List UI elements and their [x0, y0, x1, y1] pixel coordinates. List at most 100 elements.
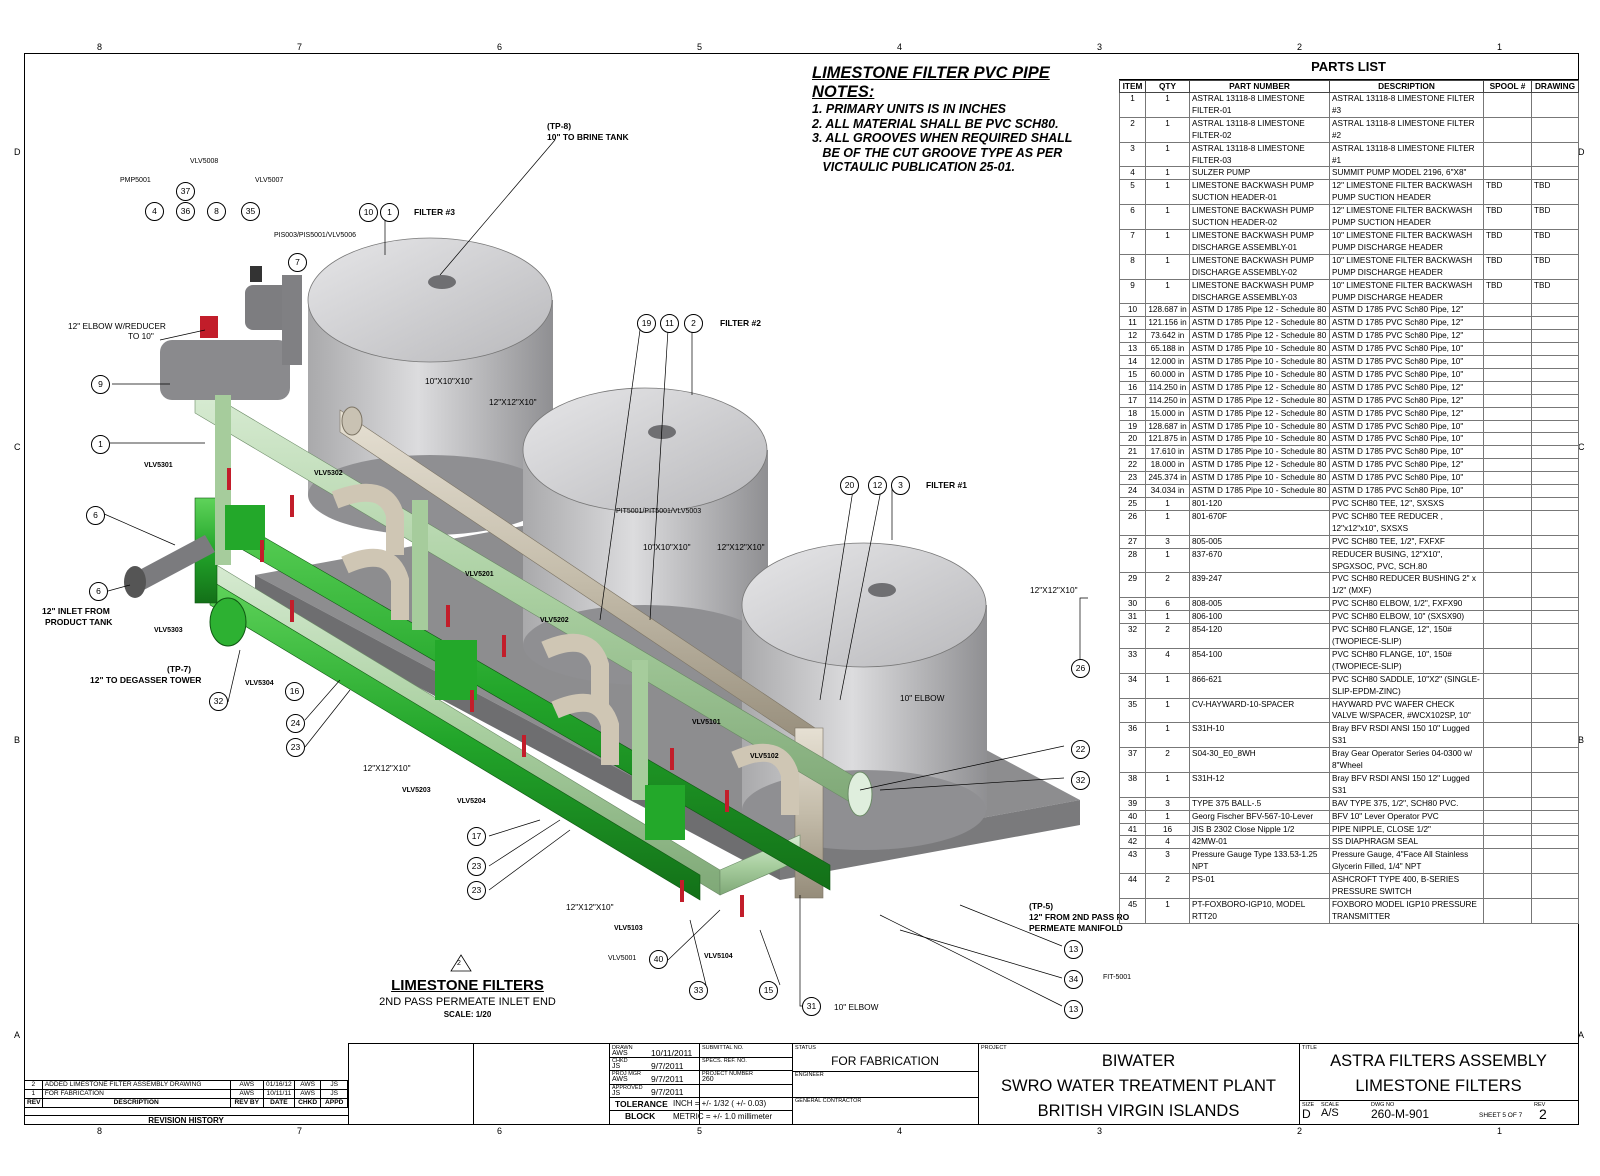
callout-bubble: 34	[1064, 970, 1083, 989]
parts-cell: 121.875 in	[1145, 432, 1190, 447]
parts-cell: ASTM D 1785 PVC Sch80 Pipe, 10"	[1329, 419, 1484, 434]
parts-cell: HAYWARD PVC WAFER CHECK VALVE W/SPACER, …	[1329, 697, 1484, 724]
parts-cell	[1483, 873, 1532, 899]
parts-cell: PVC SCH80 FLANGE, 12", 150# (TWOPIECE-SL…	[1329, 623, 1484, 649]
parts-cell: 1	[1145, 166, 1190, 181]
parts-cell	[1531, 92, 1579, 118]
valve-tag: VLV5104	[704, 953, 733, 960]
zone-row-label: A	[1578, 1030, 1585, 1040]
parts-cell	[1531, 572, 1579, 599]
parts-cell	[1483, 722, 1532, 749]
parts-cell: 12.000 in	[1145, 355, 1190, 369]
callout-bubble: 32	[209, 692, 228, 711]
parts-cell: ASTM D 1785 PVC Sch80 Pipe, 12"	[1329, 329, 1484, 344]
parts-cell: 35	[1119, 697, 1146, 724]
valve-tag: VLV5303	[154, 627, 183, 634]
parts-cell: ASTM D 1785 Pipe 10 - Schedule 80	[1189, 342, 1330, 357]
parts-cell	[1483, 547, 1532, 574]
parts-cell: 11	[1119, 316, 1146, 331]
parts-cell	[1483, 355, 1532, 369]
zone-column-label: 3	[1097, 1126, 1103, 1136]
projmgr-label: PROJ MGR	[612, 1071, 642, 1077]
note-line: BE OF THE CUT GROOVE TYPE AS PER	[812, 145, 1063, 160]
revision-cell: JS	[320, 1089, 348, 1099]
parts-cell	[1531, 809, 1579, 824]
parts-cell: 121.156 in	[1145, 316, 1190, 331]
parts-cell	[1483, 623, 1532, 649]
parts-cell	[1531, 329, 1579, 344]
parts-cell: PVC SCH80 REDUCER BUSHING 2" x 1/2" (MXF…	[1329, 572, 1484, 599]
parts-cell: 20	[1119, 432, 1146, 447]
revision-cell: AWS	[293, 1080, 322, 1090]
project-plant: SWRO WATER TREATMENT PLANT	[1000, 1077, 1276, 1095]
parts-cell: PIPE NIPPLE, CLOSE 1/2"	[1329, 822, 1484, 837]
parts-cell	[1483, 329, 1532, 344]
parts-cell	[1531, 747, 1579, 773]
parts-cell: ASTM D 1785 Pipe 10 - Schedule 80	[1189, 445, 1330, 460]
parts-cell	[1531, 471, 1579, 486]
project-label: PROJECT	[981, 1045, 1007, 1051]
parts-cell: Pressure Gauge Type 133.53-1.25 NPT	[1189, 848, 1330, 875]
parts-cell: TBD	[1483, 278, 1532, 305]
parts-cell	[1483, 848, 1532, 875]
zone-column-label: 2	[1297, 1126, 1303, 1136]
parts-cell	[1483, 572, 1532, 599]
callout-bubble: 23	[467, 857, 486, 876]
revision-column-header: REV BY	[229, 1098, 264, 1108]
callout-bubble: 35	[241, 202, 260, 221]
valve-tag: VLV5304	[245, 680, 274, 687]
parts-cell: ASTRAL 13118-8 LIMESTONE FILTER-02	[1189, 116, 1330, 143]
isometric-piping-drawing	[101, 139, 1088, 1007]
parts-cell	[1483, 822, 1532, 837]
drawing-subtitle: 2ND PASS PERMEATE INLET END	[379, 996, 556, 1008]
valve-tag: VLV5102	[750, 753, 779, 760]
parts-cell	[1483, 509, 1532, 536]
callout-bubble: 7	[288, 253, 307, 272]
parts-cell: 41	[1119, 822, 1146, 837]
revision-history-title: REVISION HISTORY	[24, 1115, 348, 1125]
parts-cell	[1483, 796, 1532, 811]
parts-cell	[1483, 672, 1532, 699]
zone-row-label: B	[14, 735, 21, 745]
parts-cell	[1531, 722, 1579, 749]
parts-cell	[1531, 835, 1579, 850]
parts-cell	[1531, 848, 1579, 875]
parts-cell: 33	[1119, 647, 1146, 674]
valve-tag: VLV5203	[402, 787, 431, 794]
parts-cell: ASTM D 1785 PVC Sch80 Pipe, 12"	[1329, 406, 1484, 421]
parts-cell: TBD	[1531, 228, 1579, 255]
parts-column-header: DRAWING	[1531, 80, 1579, 93]
parts-cell: BAV TYPE 375, 1/2", SCH80 PVC.	[1329, 796, 1484, 811]
parts-cell	[1531, 547, 1579, 574]
zone-column-label: 4	[897, 1126, 903, 1136]
parts-cell: LIMESTONE BACKWASH PUMP SUCTION HEADER-0…	[1189, 204, 1330, 230]
parts-cell: ASTM D 1785 PVC Sch80 Pipe, 10"	[1329, 471, 1484, 486]
callout-bubble: 19	[637, 314, 656, 333]
zone-row-label: C	[14, 442, 21, 452]
title-label: TITLE	[1302, 1045, 1317, 1051]
zone-column-label: 6	[497, 1126, 503, 1136]
parts-cell	[1483, 432, 1532, 447]
parts-cell: PVC SCH80 FLANGE, 10", 150# (TWOPIECE-SL…	[1329, 647, 1484, 674]
parts-cell: PVC SCH80 TEE, 1/2", FXFXF	[1329, 534, 1484, 549]
vlv5001-label: VLV5001	[608, 955, 637, 962]
status-value: FOR FABRICATION	[831, 1054, 939, 1068]
filter-3-label: FILTER #3	[414, 207, 455, 217]
tee-label: 12"X12"X10"	[1030, 585, 1078, 595]
parts-cell	[1483, 166, 1532, 181]
project-number-label: PROJECT NUMBER	[702, 1071, 753, 1077]
parts-cell: 806-100	[1189, 610, 1330, 625]
parts-cell	[1483, 497, 1532, 511]
note-line: 3. ALL GROOVES WHEN REQUIRED SHALL	[812, 131, 1073, 145]
callout-bubble: 1	[380, 203, 399, 222]
